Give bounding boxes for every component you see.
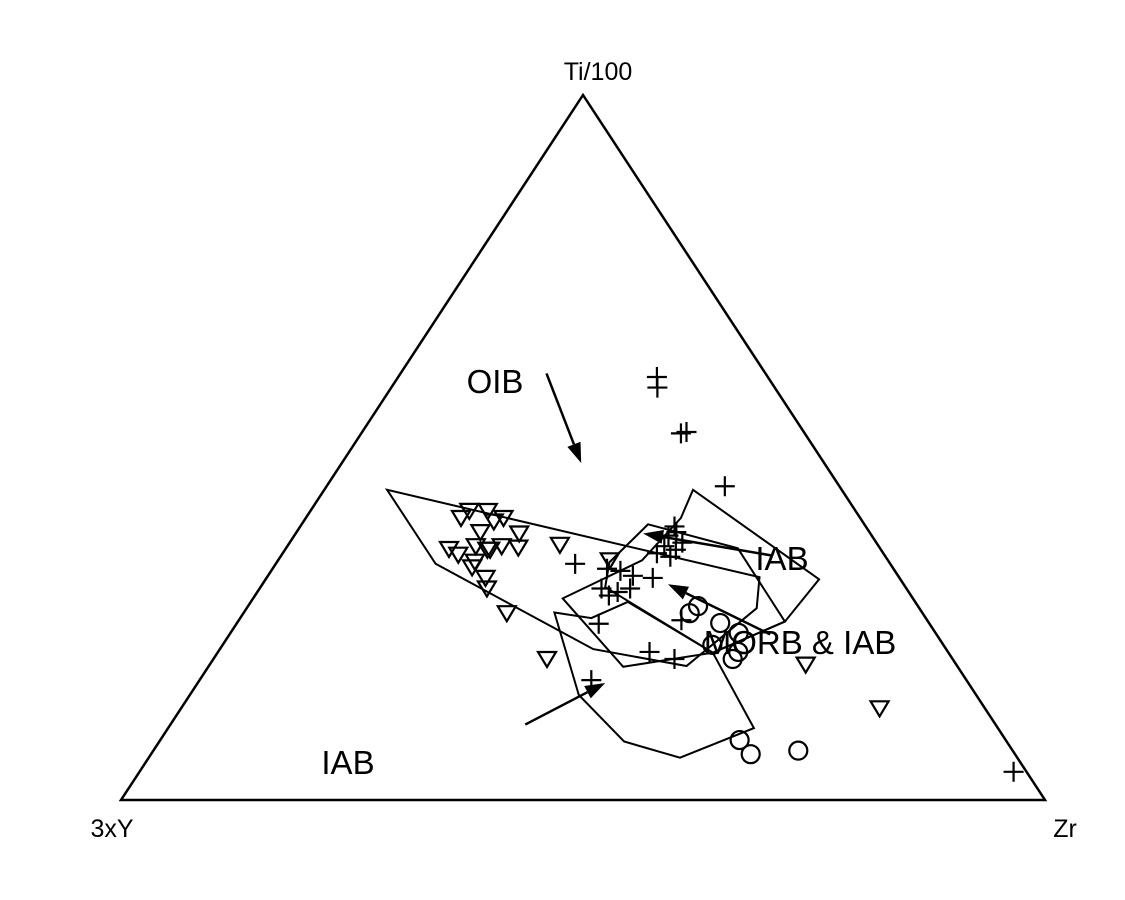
- triangle-point-16: [475, 580, 498, 599]
- field-label-iab-lower: IAB: [321, 744, 374, 781]
- arrow-shaft-0: [545, 373, 576, 445]
- arrow-shaft-3: [524, 691, 589, 726]
- plus-point-1: [646, 367, 667, 387]
- plus-point-13: [642, 567, 663, 588]
- field-label-iab-upper: IAB: [755, 540, 808, 577]
- triangle-point-17: [479, 541, 502, 560]
- triangle-point-4: [492, 509, 515, 529]
- triangle-point-5: [508, 525, 531, 544]
- arrow-head-0: [567, 441, 582, 463]
- circle-point-4: [702, 634, 723, 656]
- field-boundary-3: [552, 600, 756, 759]
- plus-point-18: [607, 582, 628, 603]
- circle-point-5: [710, 612, 731, 634]
- ternary-frame: [118, 92, 1048, 802]
- triangle-point-9: [469, 523, 492, 543]
- plus-point-21: [565, 553, 586, 574]
- plus-point-14: [610, 560, 631, 581]
- field-boundary-0: [384, 488, 761, 668]
- plus-point-3: [676, 421, 697, 442]
- data-points: [438, 367, 1024, 782]
- arrow-shaft-1: [662, 535, 772, 557]
- plus-point-9: [646, 543, 667, 564]
- triangle-point-23: [868, 700, 891, 719]
- apex-label-right: Zr: [1053, 815, 1077, 843]
- triangle-point-13: [438, 540, 460, 560]
- triangle-point-21: [536, 650, 558, 670]
- plus-point-27: [1003, 761, 1024, 782]
- circle-point-2: [728, 641, 749, 663]
- triangle-point-19: [598, 552, 621, 571]
- triangle-point-8: [450, 509, 472, 529]
- apex-label-top: Ti/100: [564, 58, 633, 86]
- plus-point-6: [666, 522, 687, 543]
- plus-point-20: [598, 585, 619, 606]
- plus-point-17: [620, 578, 641, 599]
- circle-point-7: [729, 729, 750, 751]
- triangle-point-7: [490, 538, 513, 557]
- plus-point-22: [588, 613, 609, 634]
- arrow-shaft-2: [685, 591, 771, 636]
- triangle-point-1: [482, 513, 505, 532]
- field-arrows: [524, 373, 772, 726]
- plus-point-26: [581, 670, 602, 691]
- circle-point-8: [740, 744, 761, 765]
- circle-point-3: [722, 648, 743, 670]
- circle-point-9: [788, 740, 809, 761]
- triangle-point-22: [794, 656, 817, 675]
- field-label-morb-iab: MORB & IAB: [704, 624, 897, 661]
- plus-point-2: [670, 423, 691, 444]
- triangle-point-20: [495, 605, 518, 624]
- triangle-point-14: [461, 559, 484, 578]
- plus-point-12: [660, 546, 681, 567]
- triangle-point-3: [476, 502, 499, 522]
- triangle-point-12: [447, 546, 470, 565]
- circle-point-6: [687, 596, 709, 617]
- triangle-point-18: [548, 536, 571, 555]
- triangle-point-10: [464, 538, 487, 557]
- arrow-head-3: [584, 683, 606, 699]
- plus-point-4: [714, 476, 735, 497]
- plus-point-7: [658, 525, 679, 546]
- apex-label-left: 3xY: [90, 815, 133, 843]
- triangle-point-15: [474, 569, 497, 589]
- plus-point-23: [639, 641, 660, 662]
- plus-point-25: [664, 649, 685, 669]
- triangle-point-6: [507, 539, 530, 558]
- arrow-head-1: [643, 530, 664, 544]
- arrow-head-2: [668, 584, 689, 600]
- field-label-oib: OIB: [467, 363, 524, 400]
- plus-point-16: [622, 565, 643, 586]
